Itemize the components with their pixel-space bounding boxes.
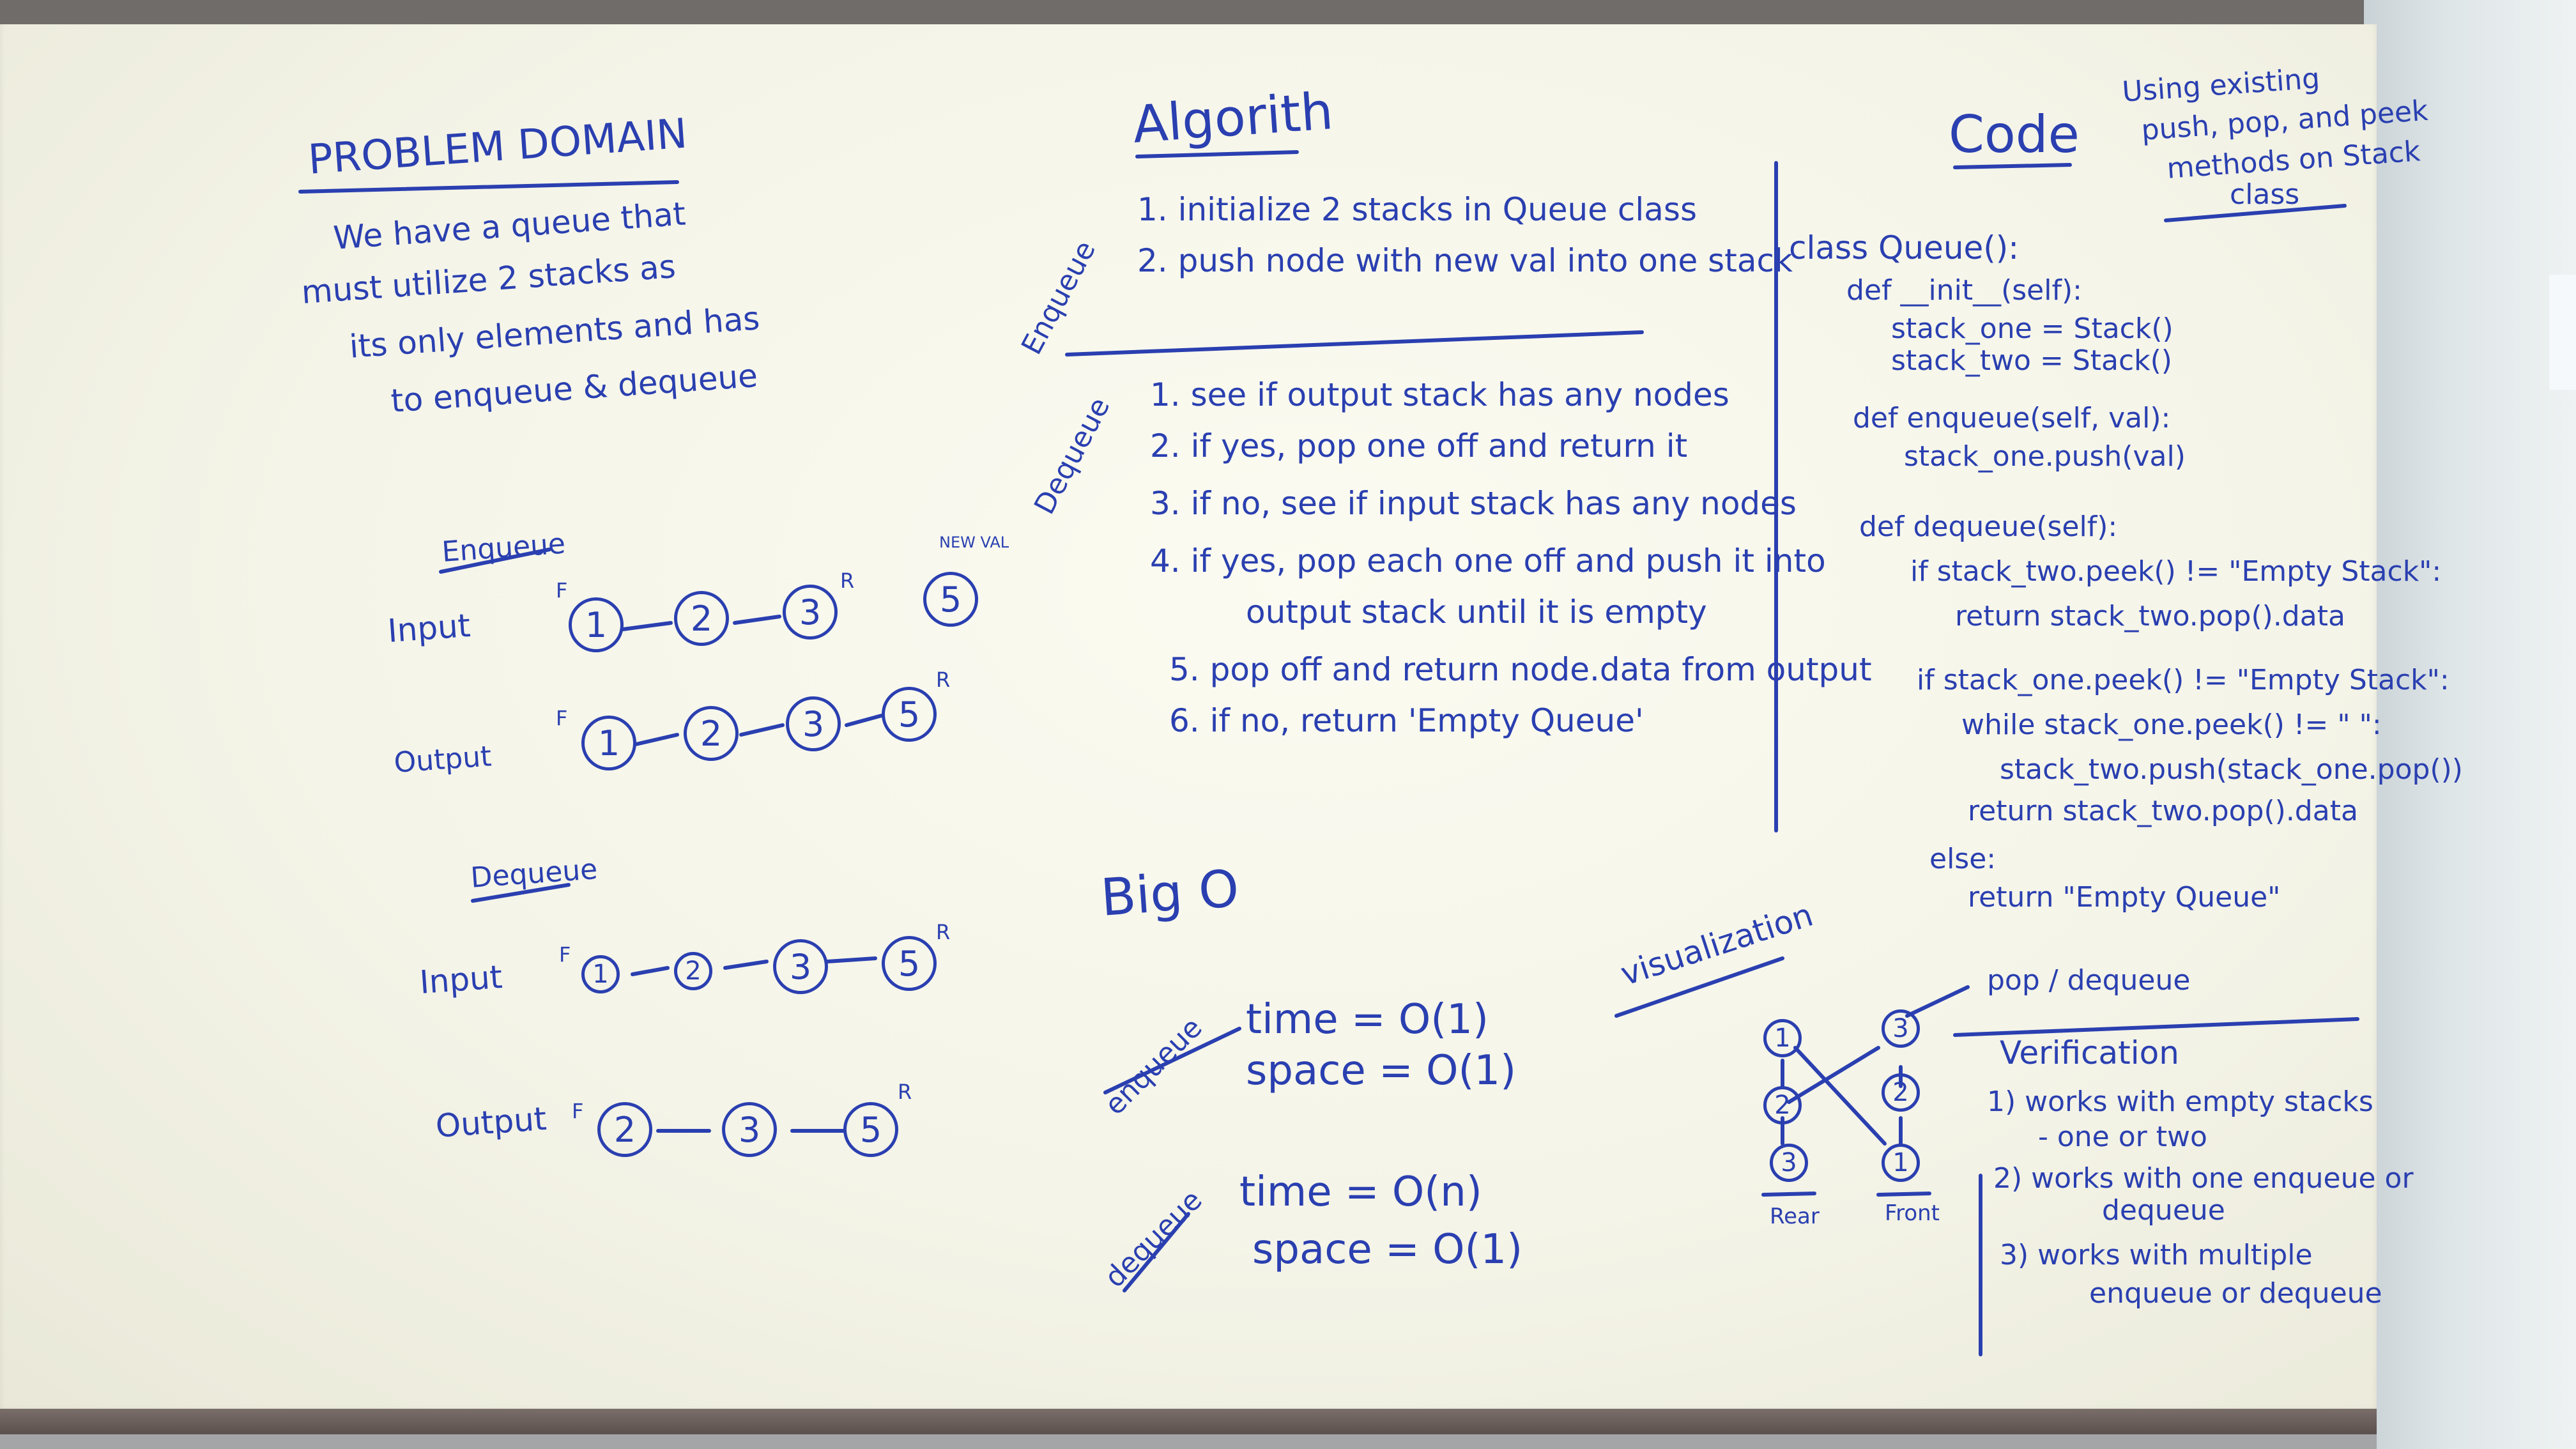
code-note-4: class [2230,178,2300,211]
ex-deq-out-node-3: 5 [843,1102,898,1157]
window-light [2549,275,2576,390]
bigo-dequeue-time: time = O(n) [1239,1169,1482,1216]
problem-underline [298,180,679,194]
algo-dequeue-step-6: 6. if no, return 'Empty Queue' [1169,702,1644,739]
ex-enq-in-node-1: 1 [569,597,624,652]
code-line-6: stack_one.push(val) [1904,440,2186,473]
ex-enq-out-rear: R [936,668,951,692]
algo-dequeue-step-5: 5. pop off and return node.data from out… [1169,651,1872,688]
ex-deq-out-rear: R [898,1080,912,1104]
code-line-12: stack_two.push(stack_one.pop()) [2000,753,2463,786]
code-underline [1953,163,2072,169]
enqueue-ex-underline [439,548,551,574]
viz-pop-label: pop / dequeue [1987,964,2191,997]
verification-item-1b: - one or two [2038,1121,2207,1153]
ex-enq-in-node-2: 2 [674,591,729,646]
viz-underline [1614,956,1784,1018]
ex-dequeue-input-label: Input [418,958,504,1001]
ex-enq-out-node-3: 3 [786,696,841,751]
code-line-15: return "Empty Queue" [1968,881,2281,914]
viz-front-label: Front [1885,1200,1940,1226]
ex-deq-in-front: F [559,942,571,967]
ex-enq-in-rear: R [840,569,855,593]
note-underline [2164,204,2347,222]
wall-top [0,0,2576,26]
code-line-14: else: [1929,843,1997,875]
code-line-13: return stack_two.pop().data [1968,795,2358,827]
bigo-enqueue-time: time = O(1) [1246,996,1489,1043]
ex-dequeue-output-label: Output [434,1100,548,1145]
ex-deq-in-node-3: 3 [773,939,828,994]
ex-enq-out-front: F [556,706,568,730]
code-line-11: while stack_one.peek() != " ": [1961,709,2382,741]
algo-enqueue-step-1: 1. initialize 2 stacks in Queue class [1137,191,1698,228]
viz-rear-label: Rear [1770,1204,1820,1229]
verification-title: Verification [2000,1034,2179,1071]
code-line-9: return stack_two.pop().data [1955,600,2345,632]
verification-item-2: 2) works with one enqueue or [1993,1162,2414,1195]
code-line-1: class Queue(): [1789,229,2020,266]
ex-enqueue-output-label: Output [392,740,493,779]
ex-deq-in-node-1: 1 [581,955,620,993]
verification-item-1: 1) works with empty stacks [1987,1085,2373,1118]
ex-deq-out-node-1: 2 [597,1102,652,1157]
algorithm-underline [1135,150,1299,158]
viz-divider [1953,1017,2359,1037]
verification-item-3b: enqueue or dequeue [2089,1277,2382,1310]
code-title: Code [1949,105,2080,164]
bigo-enqueue-space: space = O(1) [1246,1047,1517,1094]
ex-enq-out-node-2: 2 [684,706,739,761]
code-line-5: def enqueue(self, val): [1853,402,2171,434]
ex-deq-out-front: F [572,1099,584,1123]
algo-dequeue-step-1: 1. see if output stack has any nodes [1150,376,1729,413]
ex-deq-in-rear: R [936,920,951,944]
algo-dequeue-step-3: 3. if no, see if input stack has any nod… [1150,485,1797,522]
code-line-10: if stack_one.peek() != "Empty Stack": [1917,664,2450,696]
ex-enq-new-node: 5 [923,572,978,627]
code-line-3: stack_one = Stack() [1891,312,2174,345]
code-line-4: stack_two = Stack() [1891,344,2172,377]
algo-dequeue-step-4: 4. if yes, pop each one off and push it … [1150,542,1826,579]
code-line-2: def __init__(self): [1846,274,2082,307]
verification-item-3: 3) works with multiple [2000,1239,2313,1271]
verification-item-2b: dequeue [2102,1194,2225,1227]
ex-enq-in-front: F [556,578,568,602]
algorithm-divider [1065,330,1644,356]
dequeue-ex-underline [471,883,571,903]
ex-enqueue-input-label: Input [386,606,472,650]
ex-deq-in-node-2: 2 [674,952,712,990]
window-background [2364,0,2576,1449]
ex-deq-in-node-4: 5 [882,936,937,991]
viz-left-node-2: 2 [1763,1086,1802,1124]
code-line-8: if stack_two.peek() != "Empty Stack": [1910,555,2442,588]
bigo-dequeue-space: space = O(1) [1252,1226,1523,1273]
algo-dequeue-step-4b: output stack until it is empty [1246,594,1707,631]
viz-right-node-3: 1 [1882,1144,1920,1182]
viz-right-node-2: 2 [1882,1073,1920,1112]
viz-right-node-1: 3 [1882,1009,1920,1048]
viz-left-node-1: 1 [1763,1019,1802,1057]
algo-dequeue-step-2: 2. if yes, pop one off and return it [1150,427,1688,464]
big-o-title: Big O [1098,858,1241,928]
ex-enq-in-node-3: 3 [783,585,838,640]
ex-deq-out-node-2: 3 [722,1102,777,1157]
bigo-dequeue-underline [1123,1212,1190,1292]
ex-enq-out-node-4: 5 [882,687,937,742]
marker-tray [0,1409,2377,1434]
code-line-7: def dequeue(self): [1859,510,2118,543]
viz-left-node-3: 3 [1770,1144,1808,1182]
bigo-enqueue-underline [1103,1027,1241,1094]
ex-enq-out-node-1: 1 [581,716,636,770]
ex-new-val-label: NEW VAL [939,533,1009,551]
floor-edge [0,1434,2377,1449]
algo-enqueue-step-2: 2. push node with new val into one stack [1137,242,1793,279]
